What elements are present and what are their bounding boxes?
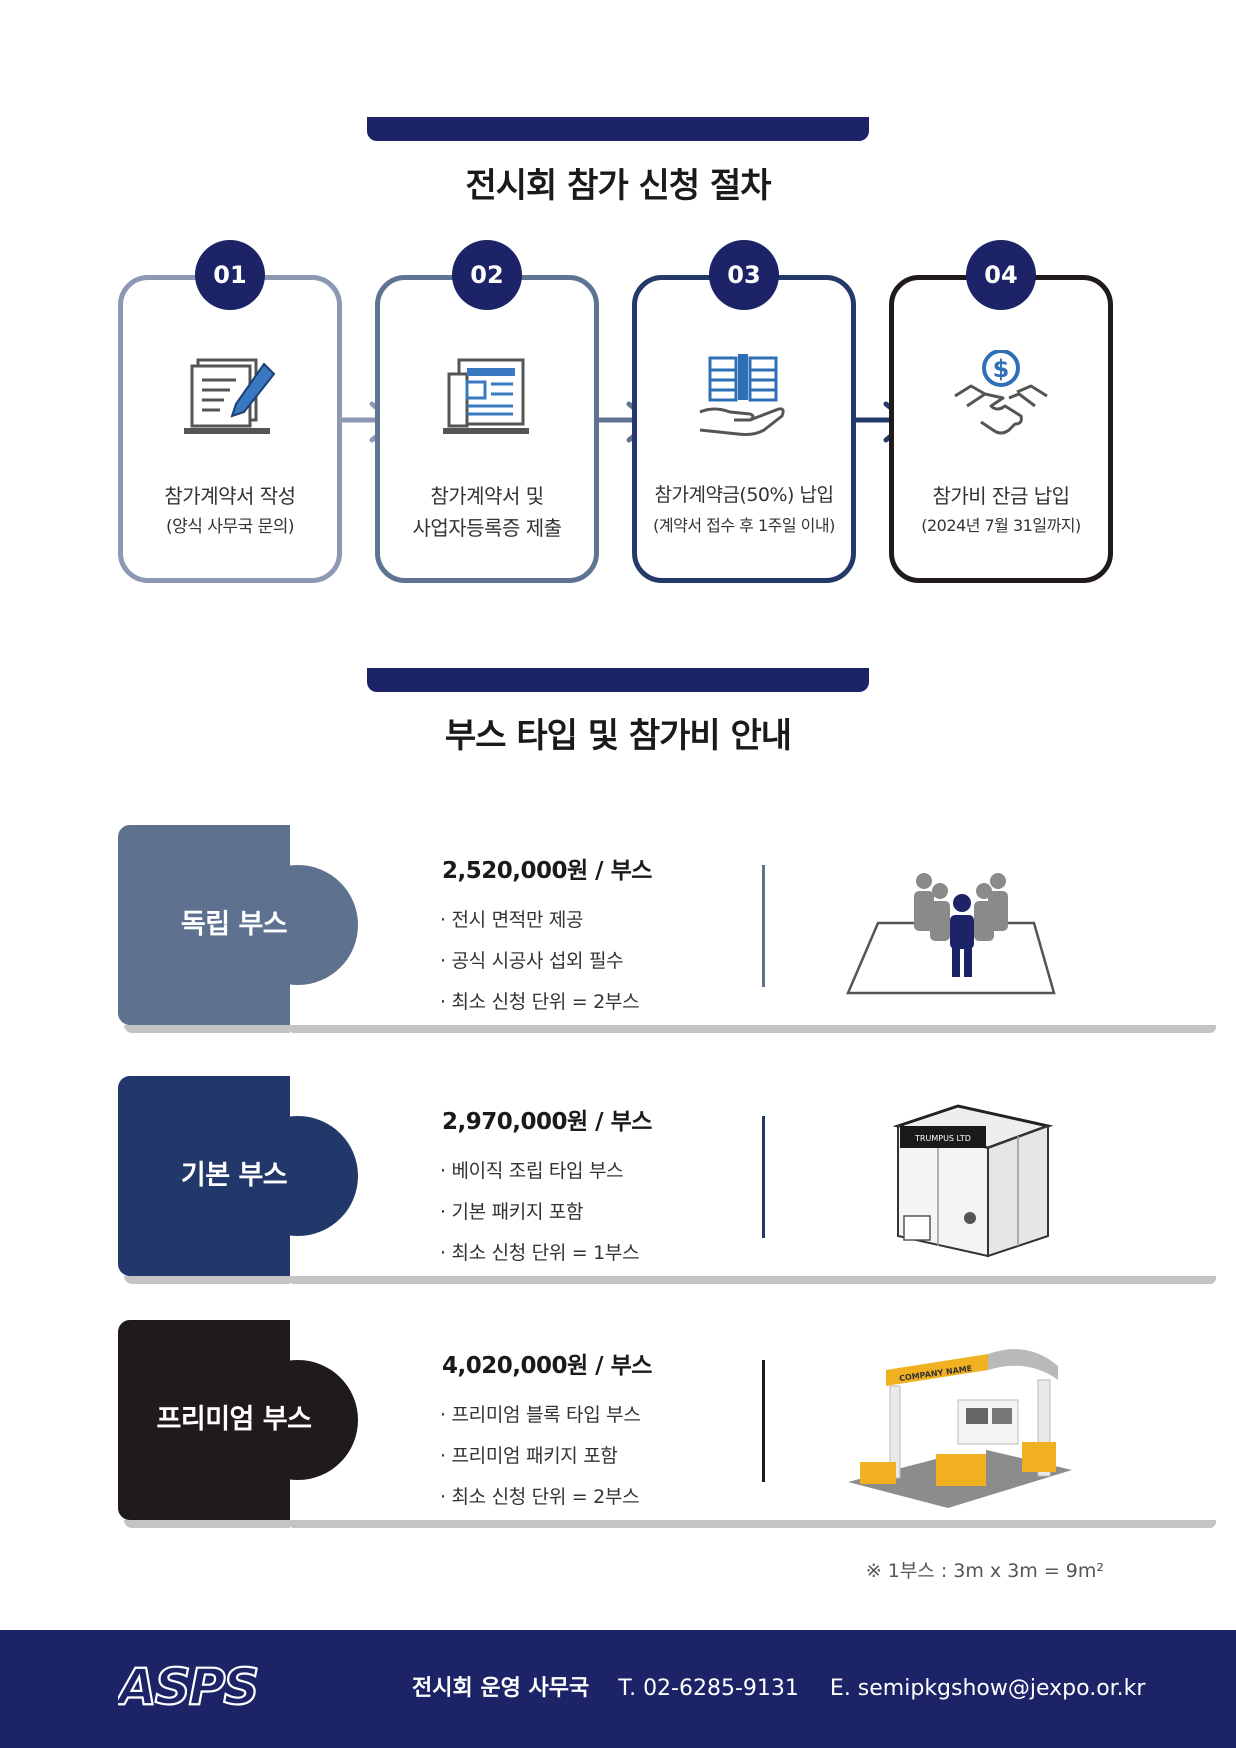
- office-email: E. semipkgshow@jexpo.or.kr: [829, 1676, 1146, 1701]
- booth-price: 4,020,000원 / 부스: [442, 1353, 652, 1379]
- booth-row-shadow: [288, 1520, 1216, 1528]
- step-card-04: 04 $ 참가비 잔금 납입 (2024년 7월 31일까지): [889, 240, 1113, 583]
- people-on-floor-icon: [846, 873, 1056, 995]
- booth-divider: [762, 1360, 765, 1482]
- office-tel: T. 02-6285-9131: [618, 1676, 799, 1701]
- booth-tab-shadow: [124, 1520, 290, 1528]
- booth-feature: · 베이직 조립 타입 부스: [440, 1160, 624, 1182]
- booth-feature: · 최소 신청 단위 = 1부스: [440, 1242, 640, 1264]
- booth-tab-knob: [238, 1116, 358, 1236]
- booth-name: 프리미엄 부스: [156, 1404, 312, 1435]
- document-submit-icon: [443, 358, 529, 434]
- step-card-02: 02 참가계약서 및 사업자등록증 제출: [375, 240, 599, 583]
- step-text-2: (계약서 접수 후 1주일 이내): [653, 516, 835, 535]
- booth-feature: · 프리미엄 패키지 포함: [440, 1445, 618, 1467]
- footer-contact: 전시회 운영 사무국 T. 02-6285-9131 E. semipkgsho…: [412, 1630, 1145, 1748]
- booth-title: 부스 타입 및 참가비 안내: [444, 716, 792, 756]
- booth-feature: · 최소 신청 단위 = 2부스: [440, 1486, 640, 1508]
- section-bar-booth: [367, 668, 869, 692]
- booth-sign-text: TRUMPUS LTD: [914, 1134, 971, 1143]
- svg-text:ASPS: ASPS: [118, 1658, 257, 1714]
- booth-feature: · 프리미엄 블록 타입 부스: [440, 1404, 641, 1426]
- booth-feature: · 전시 면적만 제공: [440, 909, 584, 931]
- booth-tab-shadow: [124, 1276, 290, 1284]
- handshake-dollar-icon: $: [954, 350, 1048, 435]
- step-number: 02: [452, 240, 522, 310]
- booth-feature: · 최소 신청 단위 = 2부스: [440, 991, 640, 1013]
- step-card-03: 03 참가계약금(50%) 납입 (계약서 접수 후 1주일 이내): [632, 240, 856, 583]
- step-text-1: 참가계약금(50%) 납입: [654, 484, 834, 506]
- contract-writing-icon: [184, 358, 276, 434]
- step-text-1: 참가계약서 및: [430, 484, 544, 508]
- booth-divider: [762, 1116, 765, 1238]
- booth-tab-knob: [238, 1360, 358, 1480]
- booth-row-independent: 독립 부스 2,520,000원 / 부스 · 전시 면적만 제공 · 공식 시…: [118, 825, 1216, 1043]
- booth-row-shadow: [288, 1276, 1216, 1284]
- office-name: 전시회 운영 사무국: [412, 1676, 590, 1701]
- booth-tab-knob: [238, 865, 358, 985]
- footer: ASPS 전시회 운영 사무국 T. 02-6285-9131 E. semip…: [0, 1630, 1236, 1748]
- booth-feature: · 기본 패키지 포함: [440, 1201, 584, 1223]
- booth-name: 기본 부스: [180, 1160, 288, 1191]
- booth-name: 독립 부스: [180, 909, 288, 940]
- money-hand-icon: [699, 354, 785, 436]
- step-number: 03: [709, 240, 779, 310]
- booth-price: 2,520,000원 / 부스: [442, 858, 652, 884]
- booth-feature: · 공식 시공사 섭외 필수: [440, 950, 624, 972]
- svg-text:$: $: [993, 355, 1010, 383]
- procedure-title: 전시회 참가 신청 절차: [465, 166, 771, 206]
- booth-divider: [762, 865, 765, 987]
- asps-logo: ASPS: [118, 1658, 260, 1714]
- step-number: 04: [966, 240, 1036, 310]
- section-bar-procedure: [367, 117, 869, 141]
- step-text-2: (2024년 7월 31일까지): [921, 516, 1081, 535]
- step-text-1: 참가계약서 작성: [164, 484, 296, 508]
- step-text-2: 사업자등록증 제출: [412, 516, 562, 540]
- step-text-2: (양식 사무국 문의): [165, 517, 295, 537]
- booth-size-note: ※ 1부스 : 3m x 3m = 9m²: [865, 1560, 1104, 1582]
- step-card-01: 01 참가계약서 작성 (양식 사무국 문의): [118, 240, 342, 583]
- booth-row-premium: 프리미엄 부스 4,020,000원 / 부스 · 프리미엄 블록 타입 부스 …: [118, 1320, 1216, 1538]
- premium-booth-image: COMPANY NAME: [848, 1349, 1072, 1508]
- booth-row-basic: 기본 부스 2,970,000원 / 부스 · 베이직 조립 타입 부스 · 기…: [118, 1076, 1216, 1294]
- basic-booth-image: TRUMPUS LTD: [892, 1104, 1054, 1258]
- booth-tab-shadow: [124, 1025, 290, 1033]
- step-number: 01: [195, 240, 265, 310]
- step-text-1: 참가비 잔금 납입: [932, 484, 1070, 508]
- booth-row-shadow: [288, 1025, 1216, 1033]
- booth-price: 2,970,000원 / 부스: [442, 1109, 652, 1135]
